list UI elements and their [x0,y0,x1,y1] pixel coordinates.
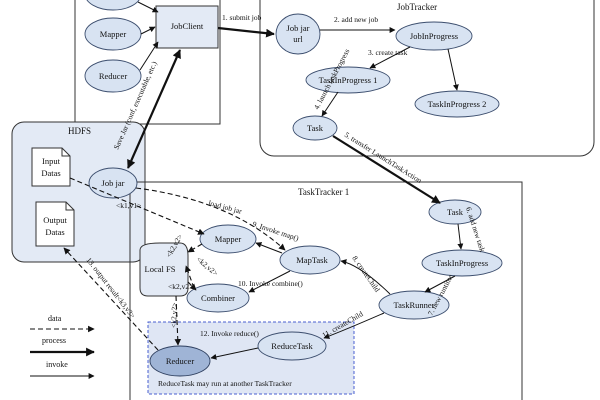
edge-input-mapper [69,177,205,235]
label-invoke-reduce: 12. Invoke reduce() [200,329,259,338]
edge-jip-tip1 [369,46,411,69]
mapper-node [199,224,257,254]
label-kv1: <k1,v1> [116,201,141,210]
tasktracker-title: TaskTracker 1 [298,187,349,197]
jobinprogress-node [395,21,473,51]
edge-taskrunner-reducetask [323,312,385,339]
maptask-node [279,245,341,275]
edge-mapper-jobclient [140,26,156,35]
output-document [35,201,75,247]
edge-tttask-tip [457,223,464,250]
label-load-jobjar: load job jar [207,198,243,216]
reducer-node [149,345,211,377]
edge-tip1-task [321,91,339,117]
edge-jobjar-maptask [135,187,286,251]
jobjar-url-label-1: Job jar [287,23,310,33]
jobjar-url-label-2: url [293,34,303,44]
jobtracker-container [259,0,595,157]
tt-task-node [428,199,482,225]
label-kv2-c: <k2,v2> [168,282,193,291]
jobclient-box [155,5,219,49]
edge-localfs-reducer [174,295,182,346]
edge-taskrunner-maptask [340,259,391,295]
output-label-1: Output [43,215,67,225]
edge-reducetask-reducer [210,347,259,360]
input-label-1: Input [42,156,61,166]
edge-localfs-combiner [187,281,197,291]
edge-jip-tip2 [447,48,459,91]
label-invoke-map: 9. Invoke map() [251,219,300,243]
jobtracker-title: JobTracker [397,2,437,12]
input-document [31,147,71,187]
output-label-2: Datas [45,227,64,237]
edge-mapper-localfs [187,243,203,253]
taskrunner-label: TaskRunner [394,300,435,310]
label-kv2-d: <k2,v2> [169,302,179,328]
reducer-top-label: Reducer [99,71,127,81]
legend-invoke-label: invoke [46,360,68,369]
edge-transfer-action [332,135,441,204]
tt-task-label: Task [447,207,464,217]
reducetask-node [257,331,327,361]
edge-save-jar [126,49,182,169]
taskinprogress2-node [414,90,500,118]
combiner-node [186,283,250,313]
label-create-task: 3. create task [368,48,408,57]
reducer-label: Reducer [166,356,194,366]
edge-reducer-output [63,247,159,351]
taskrunner-node [378,290,450,320]
legend-process-label: process [42,336,66,345]
edge-submit-job [217,26,275,38]
label-submit-job: 1. submit job [222,13,262,22]
hdfs-title: HDFS [68,126,91,136]
label-createchild-8: 8. createChild [350,254,382,294]
reducetask-label: ReduceTask [271,341,313,351]
label-invoke-combine: 10. Invoke combine() [238,279,303,288]
legend-data-label: data [48,314,62,323]
jt-task-label: Task [307,123,324,133]
combiner-label: Combiner [201,293,235,303]
label-kv2-b: <k2,v2> [195,255,220,278]
tt-taskinprogress-label: TaskInProgress [436,258,488,268]
edge-tip-taskrunner [424,275,456,293]
jobclient-label: JobClient [171,21,204,31]
taskinprogress1-node [305,66,391,94]
jobjar-url-node [275,13,321,55]
localfs-store [139,242,189,297]
label-output-result: 13. output result<k3,v3> [84,256,137,320]
tasktracker-container [129,181,523,400]
label-add-new-job: 2. add new job [334,15,378,24]
tt-taskinprogress-node [421,249,503,277]
hdfs-jobjar-label: Job jar [102,178,125,188]
edge-maptask-combiner [248,270,291,293]
mapper-label: Mapper [215,234,242,244]
mapper-top-label: Mapper [100,29,127,39]
reduce-note: ReduceTask may run at another TaskTracke… [158,379,292,388]
edge-combiner-localfs [184,265,195,289]
jt-task-node [292,115,338,141]
edge-maptask-mapper [255,242,283,254]
taskinprogress1-label: TaskInProgress 1 [319,75,378,85]
maptask-label: MapTask [296,255,328,265]
localfs-label: Local FS [145,264,176,274]
input-label-2: Datas [41,168,60,178]
label-add-new-task: 6. add new task [464,206,487,253]
taskinprogress2-label: TaskInProgress 2 [428,99,487,109]
edge-top-jobclient [137,1,159,13]
jobinprogress-label: JobInProgress [410,31,458,41]
